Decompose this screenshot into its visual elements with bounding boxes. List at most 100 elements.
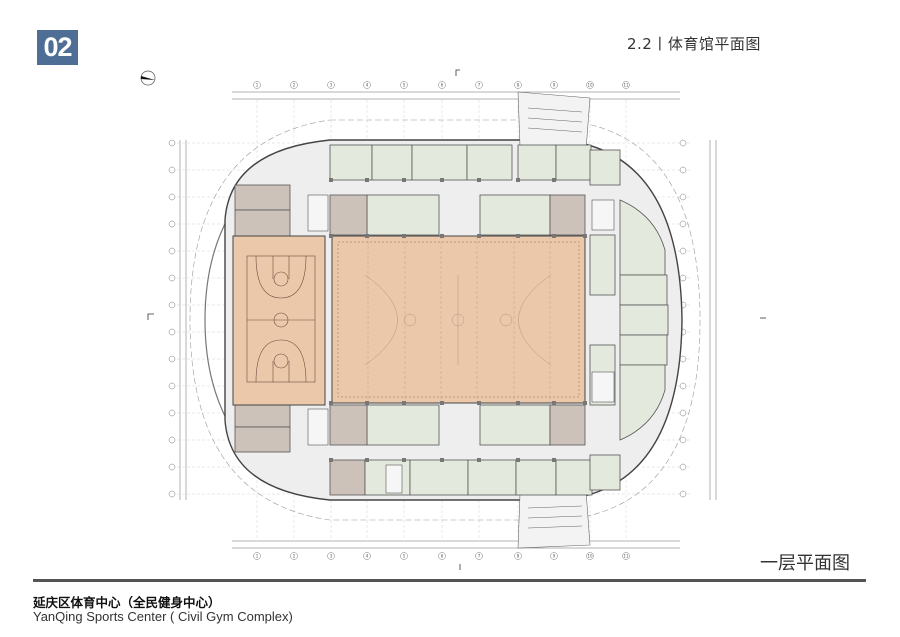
svg-text:5: 5 bbox=[403, 83, 406, 88]
row-axis-marker bbox=[679, 247, 687, 255]
row-axis-marker bbox=[679, 490, 687, 498]
column bbox=[477, 178, 481, 182]
column bbox=[552, 458, 556, 462]
row-axis-marker bbox=[168, 166, 176, 174]
column bbox=[402, 458, 406, 462]
svg-text:1: 1 bbox=[256, 554, 259, 559]
axis-label: 3 bbox=[327, 81, 335, 89]
row-axis-marker bbox=[679, 220, 687, 228]
page-number-badge: 02 bbox=[37, 30, 78, 65]
project-name-cn: 延庆区体育中心（全民健身中心） bbox=[33, 595, 221, 610]
service-rooms bbox=[234, 184, 586, 453]
svg-text:10: 10 bbox=[587, 83, 593, 88]
outdoor-stair-north bbox=[517, 91, 591, 151]
row-axis-marker bbox=[168, 139, 176, 147]
svg-text:4: 4 bbox=[366, 83, 369, 88]
column bbox=[552, 178, 556, 182]
north-arrow-icon bbox=[140, 70, 156, 86]
dimension-line-right bbox=[709, 140, 717, 500]
column bbox=[440, 234, 444, 238]
column bbox=[477, 234, 481, 238]
column bbox=[440, 401, 444, 405]
row-axis-marker bbox=[168, 355, 176, 363]
axis-label: 3 bbox=[327, 552, 335, 560]
axis-label: 6 bbox=[438, 81, 446, 89]
axis-label: 9 bbox=[550, 81, 558, 89]
section-marker-top bbox=[455, 69, 460, 76]
svg-text:3: 3 bbox=[330, 83, 333, 88]
section-title: 2.2丨体育馆平面图 bbox=[627, 35, 761, 53]
plan-title: 一层平面图 bbox=[760, 553, 850, 574]
dimension-line-left bbox=[179, 140, 187, 500]
svg-text:2: 2 bbox=[293, 554, 296, 559]
svg-text:11: 11 bbox=[623, 83, 629, 88]
section-marker-left bbox=[147, 313, 154, 320]
row-axis-marker bbox=[679, 463, 687, 471]
project-name-en: YanQing Sports Center ( Civil Gym Comple… bbox=[33, 609, 293, 624]
svg-text:9: 9 bbox=[553, 554, 556, 559]
row-axis-marker bbox=[168, 301, 176, 309]
axis-label: 8 bbox=[514, 552, 522, 560]
row-axis-marker bbox=[168, 463, 176, 471]
svg-text:7: 7 bbox=[478, 83, 481, 88]
row-axis-marker bbox=[168, 409, 176, 417]
axis-label: 7 bbox=[475, 81, 483, 89]
column bbox=[516, 458, 520, 462]
row-axis-marker bbox=[679, 139, 687, 147]
dimension-line-top bbox=[232, 91, 680, 100]
column bbox=[516, 234, 520, 238]
column bbox=[583, 234, 587, 238]
training-court bbox=[232, 235, 326, 406]
room-group-east bbox=[589, 199, 669, 441]
main-court bbox=[331, 235, 586, 404]
row-axis-marker bbox=[679, 166, 687, 174]
axis-label: 7 bbox=[475, 552, 483, 560]
column bbox=[329, 401, 333, 405]
axis-label: 2 bbox=[290, 552, 298, 560]
column bbox=[365, 401, 369, 405]
svg-text:11: 11 bbox=[623, 554, 629, 559]
row-axis-marker bbox=[679, 436, 687, 444]
column bbox=[329, 458, 333, 462]
row-axis-marker bbox=[679, 274, 687, 282]
svg-text:6: 6 bbox=[441, 83, 444, 88]
axis-label: 8 bbox=[514, 81, 522, 89]
row-axis-marker bbox=[168, 274, 176, 282]
row-axis-marker bbox=[679, 382, 687, 390]
column bbox=[516, 178, 520, 182]
row-axis-marker bbox=[168, 490, 176, 498]
room-group-north bbox=[329, 144, 621, 236]
svg-text:8: 8 bbox=[517, 83, 520, 88]
axis-label: 5 bbox=[400, 552, 408, 560]
footer-divider bbox=[33, 579, 866, 582]
column bbox=[516, 401, 520, 405]
column bbox=[477, 401, 481, 405]
svg-text:6: 6 bbox=[441, 554, 444, 559]
row-axis-marker bbox=[168, 436, 176, 444]
axis-label: 11 bbox=[622, 81, 630, 89]
row-axis-marker bbox=[679, 409, 687, 417]
row-axis-marker bbox=[168, 382, 176, 390]
svg-text:8: 8 bbox=[517, 554, 520, 559]
column bbox=[440, 178, 444, 182]
axis-label: 10 bbox=[586, 552, 594, 560]
axis-label: 4 bbox=[363, 81, 371, 89]
axis-label: 1 bbox=[253, 552, 261, 560]
axis-label: 2 bbox=[290, 81, 298, 89]
outdoor-stair-south bbox=[517, 489, 591, 549]
svg-text:1: 1 bbox=[256, 83, 259, 88]
axis-label: 5 bbox=[400, 81, 408, 89]
column bbox=[329, 234, 333, 238]
svg-text:2: 2 bbox=[293, 83, 296, 88]
row-axis-marker bbox=[679, 355, 687, 363]
row-axis-marker bbox=[168, 247, 176, 255]
axis-label: 9 bbox=[550, 552, 558, 560]
column bbox=[552, 401, 556, 405]
axis-label: 10 bbox=[586, 81, 594, 89]
column bbox=[365, 178, 369, 182]
svg-text:4: 4 bbox=[366, 554, 369, 559]
axis-label: 1 bbox=[253, 81, 261, 89]
column bbox=[365, 458, 369, 462]
axis-label: 11 bbox=[622, 552, 630, 560]
